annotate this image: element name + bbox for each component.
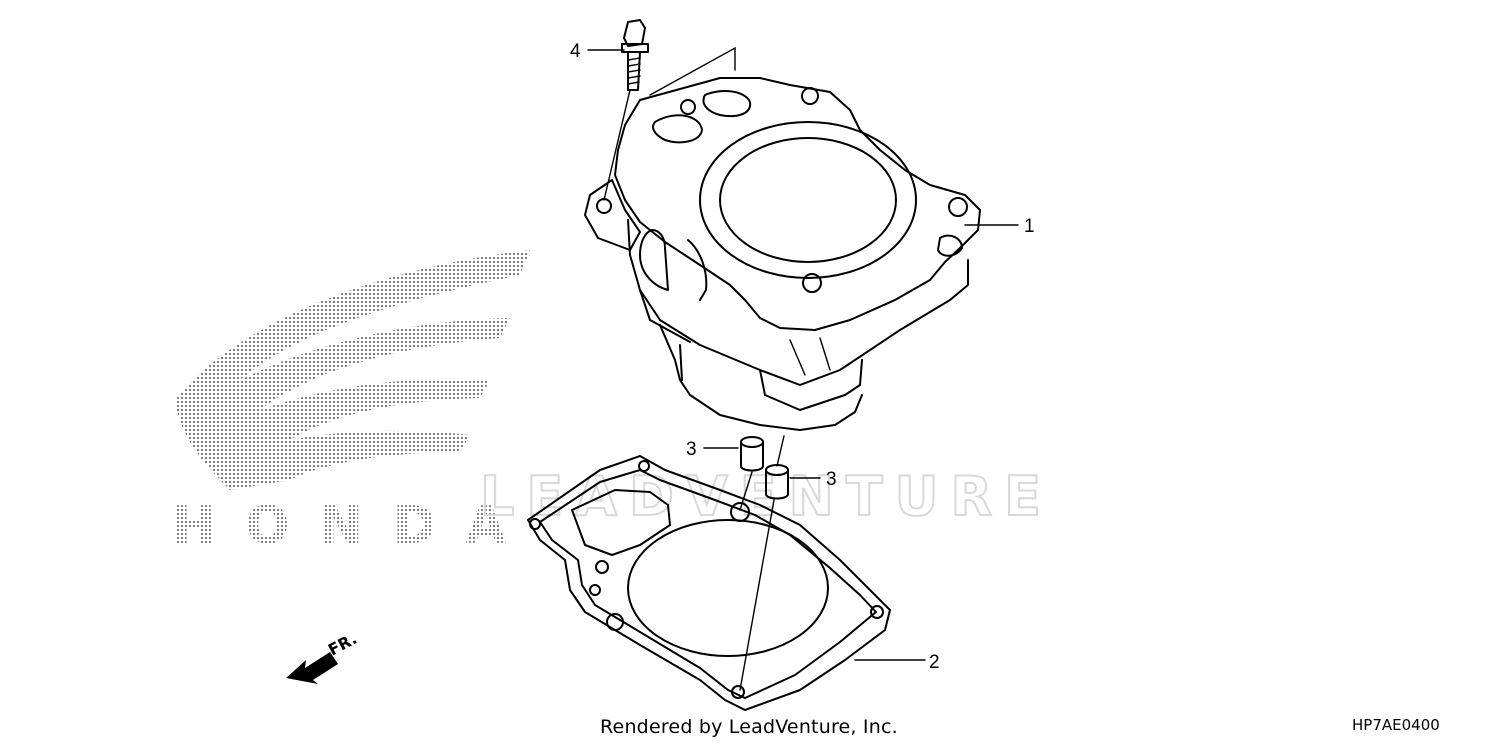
bolt-part[interactable]	[603, 19, 649, 201]
cylinder-part[interactable]	[584, 46, 981, 431]
leader-lines	[587, 49, 1019, 661]
honda-wing-logo: HONDA	[172, 250, 530, 556]
callout-dowel-left: 3	[686, 439, 697, 460]
front-direction-arrow: FR.	[286, 629, 360, 684]
diagram-code: HP7AE0400	[1352, 716, 1440, 734]
callout-cylinder: 1	[1024, 216, 1035, 237]
dowel-pin-right[interactable]	[739, 435, 789, 691]
honda-logo-text: HONDA	[172, 496, 512, 556]
callout-bolt: 4	[570, 41, 581, 62]
render-credit: Rendered by LeadVenture, Inc.	[600, 716, 898, 738]
gasket-part[interactable]	[527, 455, 891, 711]
callout-gasket: 2	[929, 652, 940, 673]
callout-dowel-right: 3	[826, 469, 837, 490]
